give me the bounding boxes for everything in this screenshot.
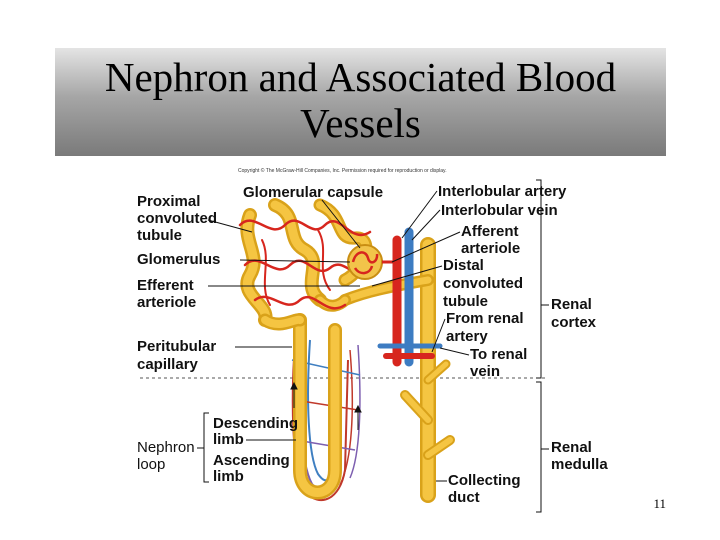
slide-title-line-2: Vessels [300,100,421,146]
label-peritubular-line-1: Peritubular [137,338,216,355]
nephron-loop-tubule [293,313,342,500]
label-afferent-line-2: arteriole [461,240,520,257]
label-afferent-line-1: Afferent [461,223,519,240]
label-interlobular-vein: Interlobular vein [411,202,558,241]
label-to-renal-line-2: vein [470,363,500,380]
label-afferent-arteriole: Afferent arteriole [391,223,520,263]
label-proximal-line-1: Proximal [137,193,200,210]
label-to-renal-line-1: To renal [470,346,527,363]
label-nephron-loop: Nephron loop [137,412,209,483]
label-efferent-arteriole: Efferent arteriole [137,277,360,311]
label-glomerulus: Glomerulus [137,251,351,268]
label-glomerulus-text: Glomerulus [137,251,220,268]
label-distal-line-2: convoluted [443,275,523,292]
label-peritubular-line-2: capillary [137,356,199,373]
collecting-duct [339,237,455,503]
label-renal-medulla-line-1: Renal [551,439,592,456]
slide-number: 11 [653,496,666,511]
label-ascending-line-2: limb [213,468,244,485]
label-peritubular-capillary: Peritubular capillary [137,338,292,373]
copyright-text: Copyright © The McGraw-Hill Companies, I… [238,167,447,174]
title-bar: Nephron and Associated Blood Vessels [55,48,666,156]
glomerulus [347,244,397,280]
label-interlobular-vein-text: Interlobular vein [441,202,558,219]
label-proximal-convoluted-tubule: Proximal convoluted tubule [137,193,253,244]
label-glomerular-capsule-text: Glomerular capsule [243,184,383,201]
label-collecting-line-1: Collecting [448,472,521,489]
label-efferent-line-1: Efferent [137,277,194,294]
label-glomerular-capsule: Glomerular capsule [243,184,383,249]
label-nephron-line-2: loop [137,456,165,473]
renal-medulla-bracket: Renal medulla [536,381,608,513]
label-proximal-line-2: convoluted [137,210,217,227]
label-distal-line-1: Distal [443,257,484,274]
label-renal-cortex-line-1: Renal [551,296,592,313]
label-distal-convoluted-tubule: Distal convoluted tubule [371,257,523,310]
label-interlobular-artery: Interlobular artery [401,183,567,239]
label-to-renal-vein: To renal vein [439,346,527,380]
label-from-renal-line-1: From renal [446,310,524,327]
renal-cortex-bracket: Renal cortex [536,179,597,379]
label-distal-line-3: tubule [443,293,488,310]
label-from-renal-artery: From renal artery [431,310,524,353]
label-collecting-duct: Collecting duct [436,472,521,506]
label-renal-cortex-line-2: cortex [551,314,597,331]
label-from-renal-line-2: artery [446,328,488,345]
label-efferent-line-2: arteriole [137,294,196,311]
label-interlobular-artery-text: Interlobular artery [438,183,567,200]
label-nephron-line-1: Nephron [137,439,195,456]
label-proximal-line-3: tubule [137,227,182,244]
label-ascending-line-1: Ascending [213,452,290,469]
flow-arrows [290,381,362,430]
slide-title-line-1: Nephron and Associated Blood [104,54,617,100]
label-descending-line-2: limb [213,431,244,448]
slide-title: Nephron and Associated Blood Vessels [55,54,666,146]
label-descending-line-1: Descending [213,415,298,432]
label-renal-medulla-line-2: medulla [551,456,608,473]
label-ascending-limb: Ascending limb [213,452,290,485]
label-collecting-line-2: duct [448,489,480,506]
label-descending-limb: Descending limb [213,415,298,448]
